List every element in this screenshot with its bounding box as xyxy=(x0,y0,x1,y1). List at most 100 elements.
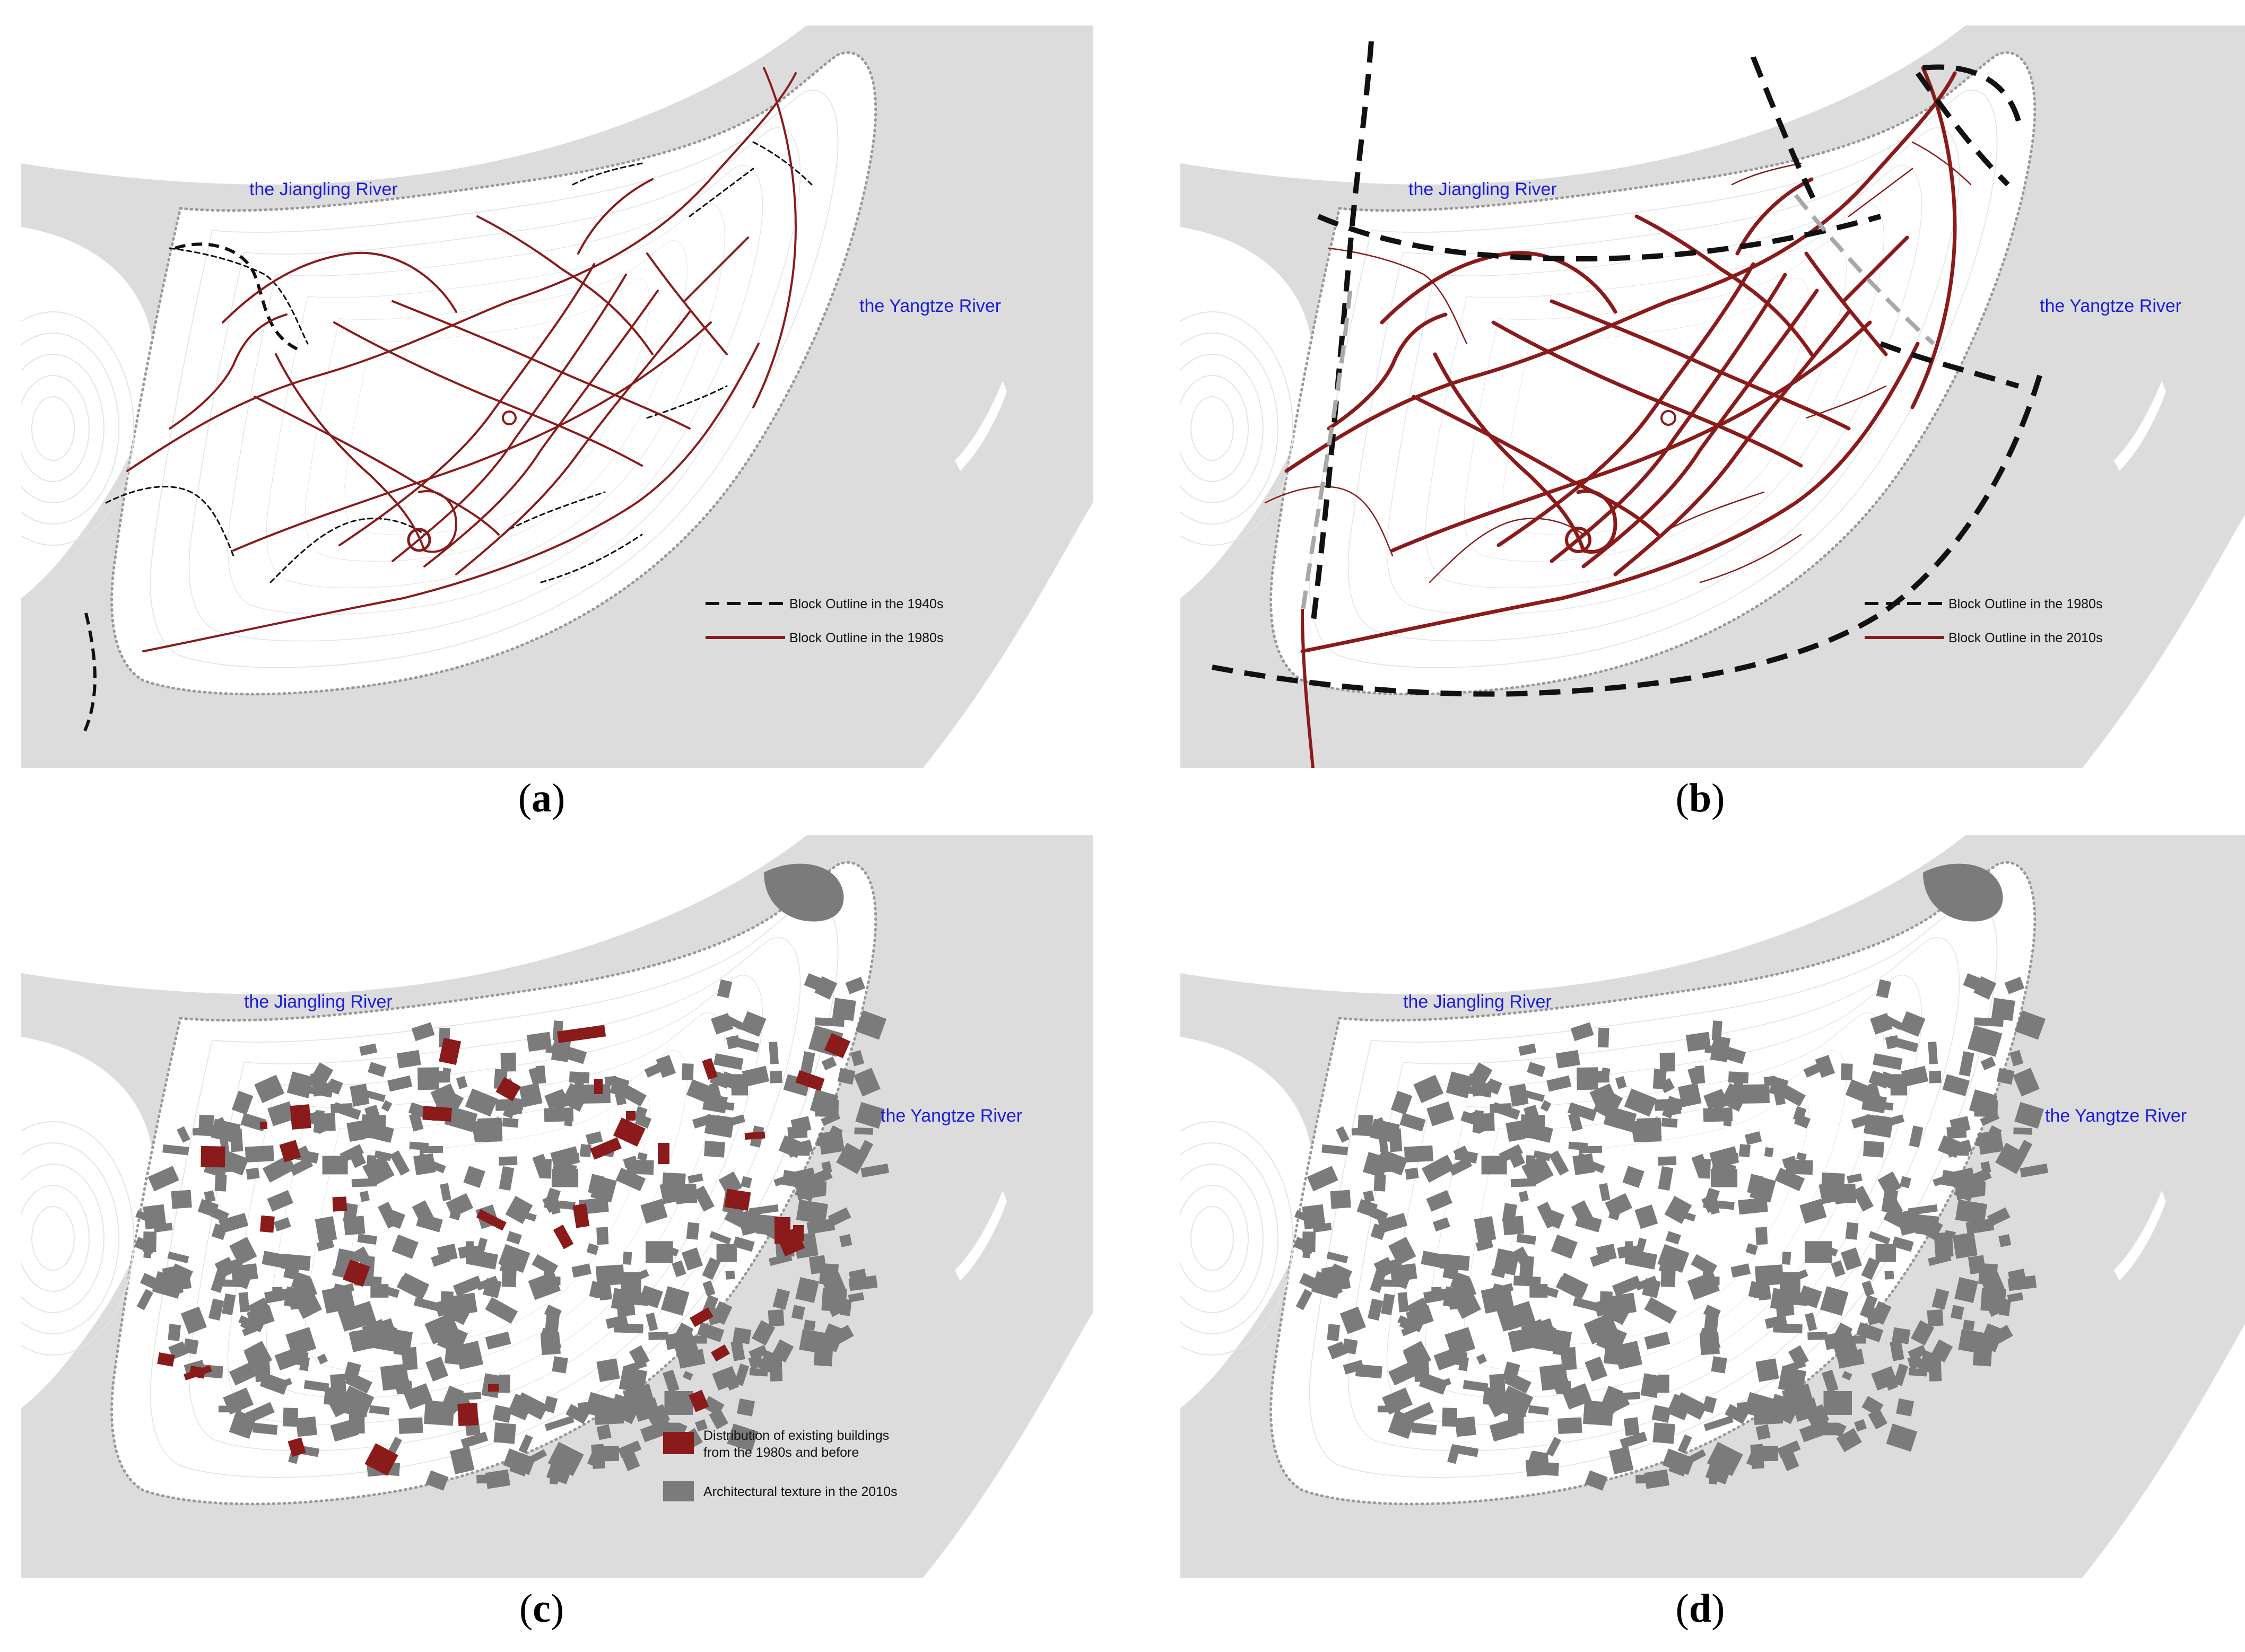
contour-line xyxy=(343,278,650,535)
building-2010s xyxy=(544,1304,562,1320)
building-2010s xyxy=(1908,1344,1927,1361)
building-2010s xyxy=(1431,1287,1442,1296)
block-outline-1980s-line xyxy=(254,396,500,536)
building-2010s xyxy=(1597,1071,1609,1083)
building-2010s xyxy=(1419,1373,1448,1395)
building-1980s xyxy=(594,1079,603,1094)
building-2010s xyxy=(1453,1291,1482,1319)
building-2010s xyxy=(1890,1340,1904,1361)
building-2010s xyxy=(413,1297,443,1313)
building-2010s xyxy=(223,1387,254,1415)
building-2010s xyxy=(663,1369,680,1393)
south-river xyxy=(1180,322,2245,768)
building-2010s xyxy=(1892,1236,1914,1252)
building-2010s xyxy=(733,1236,755,1252)
building-2010s xyxy=(475,1237,488,1256)
block-outline-2010s-line xyxy=(1841,235,1909,303)
building-2010s xyxy=(833,1325,854,1344)
building-2010s xyxy=(272,1287,283,1296)
building-2010s xyxy=(177,1126,190,1143)
building-2010s xyxy=(1520,1089,1545,1102)
building-2010s xyxy=(168,1324,181,1341)
building-2010s xyxy=(1421,1251,1450,1270)
building-2010s xyxy=(143,1204,167,1230)
building-2010s xyxy=(2013,1068,2040,1097)
roundabout xyxy=(1565,527,1591,553)
building-2010s xyxy=(136,1289,154,1310)
north-bank-land xyxy=(1180,25,1965,185)
building-2010s xyxy=(1451,1444,1479,1457)
building-2010s xyxy=(295,1149,319,1164)
building-2010s xyxy=(854,1068,881,1097)
building-2010s xyxy=(1370,1118,1400,1143)
building-2010s xyxy=(147,1166,179,1192)
building-2010s xyxy=(1363,1190,1374,1203)
building-2010s xyxy=(357,1234,377,1245)
building-2010s xyxy=(1954,1277,1979,1303)
building-2010s xyxy=(347,1423,363,1435)
building-2010s xyxy=(697,1322,725,1342)
caption-letter: a xyxy=(532,776,552,820)
building-2010s xyxy=(506,1231,522,1245)
building-2010s xyxy=(692,1114,713,1129)
caption-paren-close: ) xyxy=(1711,1586,1725,1631)
building-2010s xyxy=(813,1344,833,1367)
building-2010s xyxy=(709,1408,728,1430)
building-2010s xyxy=(1833,1422,1847,1438)
building-2010s xyxy=(271,1378,292,1391)
building-2010s xyxy=(1799,1199,1827,1224)
block-outline-1980s-dashed xyxy=(1212,41,2042,768)
building-2010s xyxy=(1859,1295,1878,1319)
building-2010s xyxy=(1615,1076,1627,1089)
block-outline-1980s-line xyxy=(222,251,457,324)
building-2010s xyxy=(1622,1166,1644,1188)
building-2010s xyxy=(728,1036,760,1053)
block-outline-2010s-minor xyxy=(1699,534,1802,583)
building-2010s xyxy=(639,1285,663,1308)
building-2010s xyxy=(717,979,733,999)
building-1980s xyxy=(439,1037,462,1065)
building-2010s xyxy=(480,1126,502,1139)
building-2010s xyxy=(1750,1175,1776,1203)
building-2010s xyxy=(1946,1126,1967,1139)
building-2010s xyxy=(1658,1166,1674,1191)
building-2010s xyxy=(1950,1305,1964,1320)
building-1980s xyxy=(724,1188,751,1211)
building-2010s xyxy=(440,1183,451,1201)
building-2010s xyxy=(174,1281,188,1290)
building-2010s xyxy=(1873,1053,1903,1070)
map-panel-c: the Jiangling River the Yangtze River Di… xyxy=(21,835,1093,1578)
building-2010s xyxy=(672,1260,686,1278)
building-2010s xyxy=(458,1392,482,1401)
caption-letter: b xyxy=(1689,776,1712,820)
contour-ripple xyxy=(1180,333,1278,525)
building-2010s xyxy=(264,1288,289,1304)
building-2010s xyxy=(140,1273,170,1295)
contour-line xyxy=(1386,975,1922,1425)
building-2010s xyxy=(2020,1163,2049,1178)
building-2010s xyxy=(1707,1197,1720,1215)
block-outline-2010s-line xyxy=(1550,299,1851,431)
contour-ripple xyxy=(21,311,134,546)
building-2010s xyxy=(1702,1396,1717,1413)
building-2010s xyxy=(832,998,856,1021)
building-2010s xyxy=(299,1357,310,1371)
building-2010s xyxy=(211,1223,228,1240)
block-outline-2010s-line xyxy=(1634,214,1814,356)
building-1980s xyxy=(457,1403,478,1427)
building-2010s xyxy=(493,1422,516,1444)
building-2010s xyxy=(246,1167,260,1180)
building-2010s xyxy=(214,1256,236,1279)
contour-ripple xyxy=(21,333,119,525)
block-outline-2010s-line xyxy=(1910,66,1957,409)
building-2010s xyxy=(1367,1298,1383,1321)
building-2010s xyxy=(1506,1120,1525,1142)
building-1980s xyxy=(495,1077,521,1102)
building-2010s xyxy=(1757,1287,1771,1301)
building-2010s xyxy=(375,1320,398,1338)
building-2010s xyxy=(501,1264,517,1288)
building-2010s xyxy=(346,1120,366,1142)
block-outline-2010s-line xyxy=(1390,320,1872,553)
building-2010s xyxy=(1703,1304,1721,1320)
building-2010s xyxy=(238,1292,250,1313)
